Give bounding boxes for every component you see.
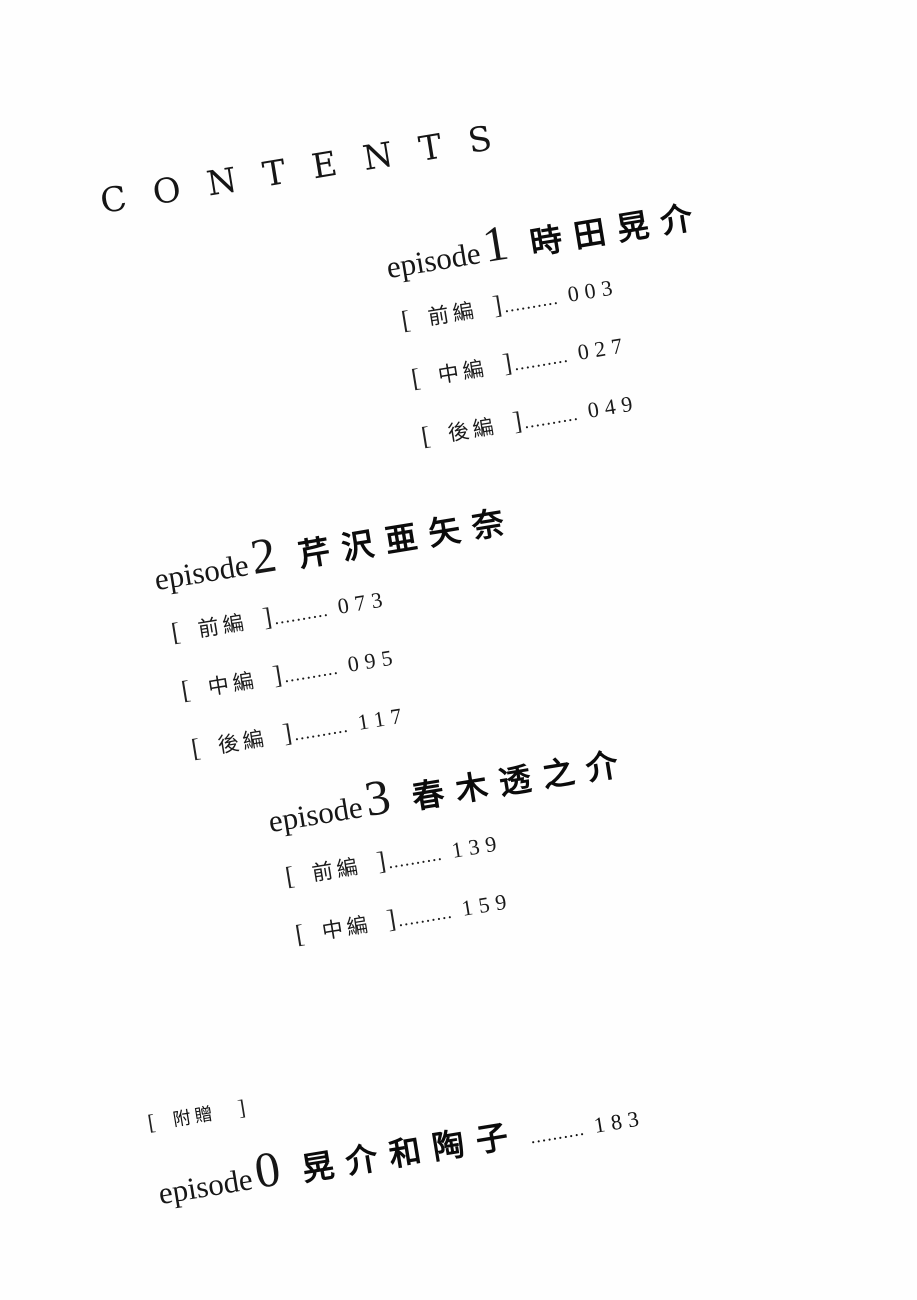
episode-number: 1 [478,213,513,274]
episode-3-heading: episode 3 春木透之介 [264,732,633,842]
episode-title: 晃介和陶子 [299,1115,523,1189]
episode-word: episode [151,547,251,598]
episode-word: episode [155,1161,255,1212]
page-number: 117 [355,702,410,735]
page-number: 183 [592,1104,647,1138]
dot-leader: .......... [282,657,340,687]
page-number: 027 [575,331,631,365]
episode-title: 時田晃介 [527,196,708,263]
episode-number: 0 [250,1139,285,1200]
toc-entry[interactable]: [ 中編 ] .......... 027 [409,329,630,394]
part-label: 中編 [206,667,260,700]
dot-leader: .......... [396,901,454,931]
open-bracket: [ [399,304,413,336]
episode-1-heading: episode 1 時田晃介 [382,185,708,288]
contents-title: CONTENTS [97,114,522,222]
part-label: 前編 [310,853,364,886]
dot-leader: .......... [512,345,570,375]
page-number: 073 [335,585,391,619]
open-bracket: [ [409,362,423,394]
close-bracket: ] [490,290,504,321]
part-label: 前編 [196,609,250,642]
close-bracket: ] [384,904,398,935]
episode-title: 芹沢亜矢奈 [295,501,519,575]
episode-title: 春木透之介 [409,743,633,817]
episode-2-heading: episode 2 芹沢亜矢奈 [150,490,519,600]
episode-number: 2 [246,525,281,586]
part-label: 中編 [436,355,490,388]
dot-leader: .......... [292,715,350,745]
page-number: 159 [459,887,515,921]
open-bracket: [ [189,732,203,764]
episode-number: 3 [360,767,395,828]
part-label: 前編 [426,297,480,330]
dot-leader: .......... [522,403,580,433]
open-bracket: [ [169,616,183,648]
close-bracket: ] [280,718,294,749]
page-number: 139 [449,829,505,863]
dot-leader: .......... [272,599,330,629]
part-label: 後編 [446,413,500,446]
toc-entry[interactable]: [ 前編 ] .......... 139 [283,827,504,892]
page-number: 095 [345,643,401,677]
toc-entry[interactable]: [ 後編 ] .......... 049 [419,387,640,452]
toc-entry[interactable]: [ 中編 ] .......... 095 [179,641,400,706]
dot-leader: .......... [386,843,444,873]
close-bracket: ] [510,406,524,437]
toc-entry[interactable]: [ 中編 ] .......... 159 [293,885,514,950]
page-number: 003 [565,273,621,307]
close-bracket: ] [374,846,388,877]
open-bracket: [ [145,1109,158,1136]
bonus-label: [ 附贈 ] [146,1094,248,1136]
open-bracket: [ [419,420,433,452]
dot-leader: .......... [528,1118,587,1148]
close-bracket: ] [500,348,514,379]
bonus-label-text: 附贈 [171,1103,219,1131]
open-bracket: [ [179,674,193,706]
page-number: 049 [585,389,641,423]
part-label: 後編 [216,725,270,758]
episode-word: episode [383,235,483,286]
part-label: 中編 [320,911,374,944]
close-bracket: ] [270,660,284,691]
dot-leader: .......... [502,287,560,317]
close-bracket: ] [260,602,274,633]
toc-entry[interactable]: [ 後編 ] .......... 117 [189,699,410,764]
open-bracket: [ [293,918,307,950]
episode-word: episode [265,789,365,840]
open-bracket: [ [283,860,297,892]
close-bracket: ] [235,1094,248,1121]
